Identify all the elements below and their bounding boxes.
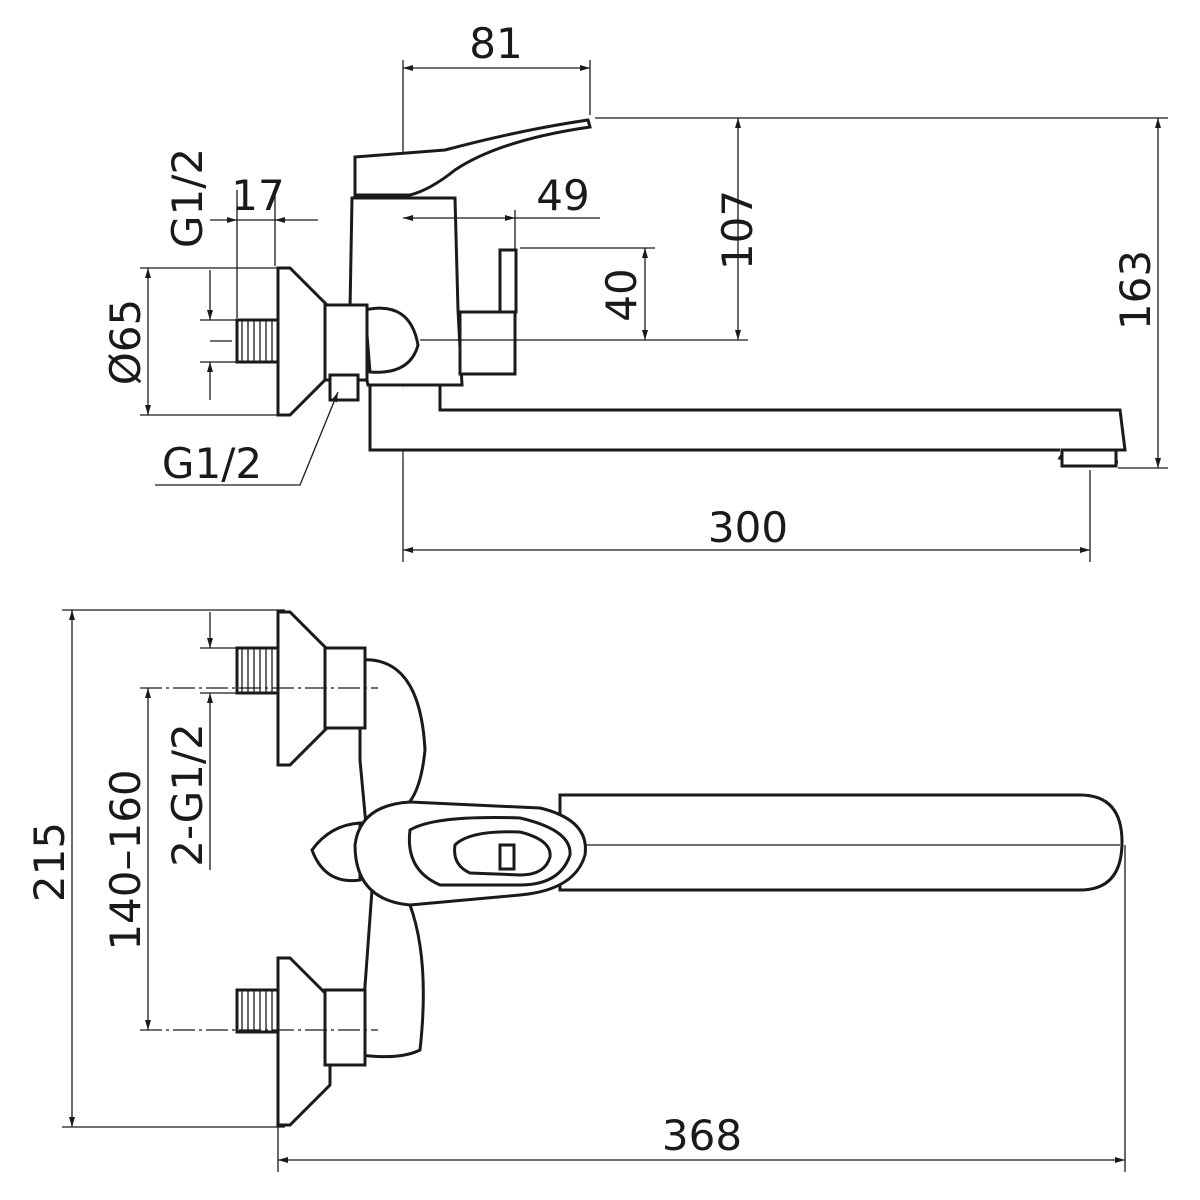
dim-81: 81	[469, 19, 522, 68]
eccentric-connector	[363, 306, 420, 374]
dim-g12-outlet: G1/2	[162, 439, 262, 488]
dim-368: 368	[662, 1111, 742, 1160]
indicator-icon	[498, 843, 516, 871]
spout-top	[558, 793, 1124, 892]
aerator	[1060, 448, 1118, 468]
dim-2-g12: 2-G1/2	[163, 723, 212, 867]
wall-flange-lower	[276, 956, 332, 1127]
dim-flange-diameter: Ø65	[101, 299, 150, 386]
dim-300: 300	[708, 503, 788, 552]
spout	[368, 383, 1127, 464]
union-nut-lower	[323, 988, 367, 1067]
dim-17: 17	[231, 171, 284, 220]
dim-163: 163	[1111, 250, 1160, 330]
threaded-inlet-upper	[235, 646, 280, 695]
handle-lever	[353, 118, 592, 197]
diverter-housing	[458, 310, 517, 376]
side-view: 81 107 163 40 49 17 G1/2 Ø	[101, 19, 1168, 562]
wall-flange	[276, 266, 332, 417]
union-nut	[323, 303, 369, 382]
top-view: 215 140–160 2-G1/2 368	[25, 609, 1126, 1172]
dim-40: 40	[597, 268, 646, 321]
dim-107: 107	[713, 190, 762, 270]
threaded-inlet	[235, 318, 280, 364]
dim-140-160: 140–160	[101, 769, 150, 950]
dim-g12-inlet: G1/2	[163, 148, 212, 248]
cap	[310, 821, 362, 883]
diverter-knob	[498, 248, 518, 314]
threaded-outlet	[328, 373, 360, 402]
threaded-inlet-lower	[235, 988, 280, 1034]
dim-215: 215	[25, 822, 74, 902]
dim-49: 49	[536, 171, 589, 220]
